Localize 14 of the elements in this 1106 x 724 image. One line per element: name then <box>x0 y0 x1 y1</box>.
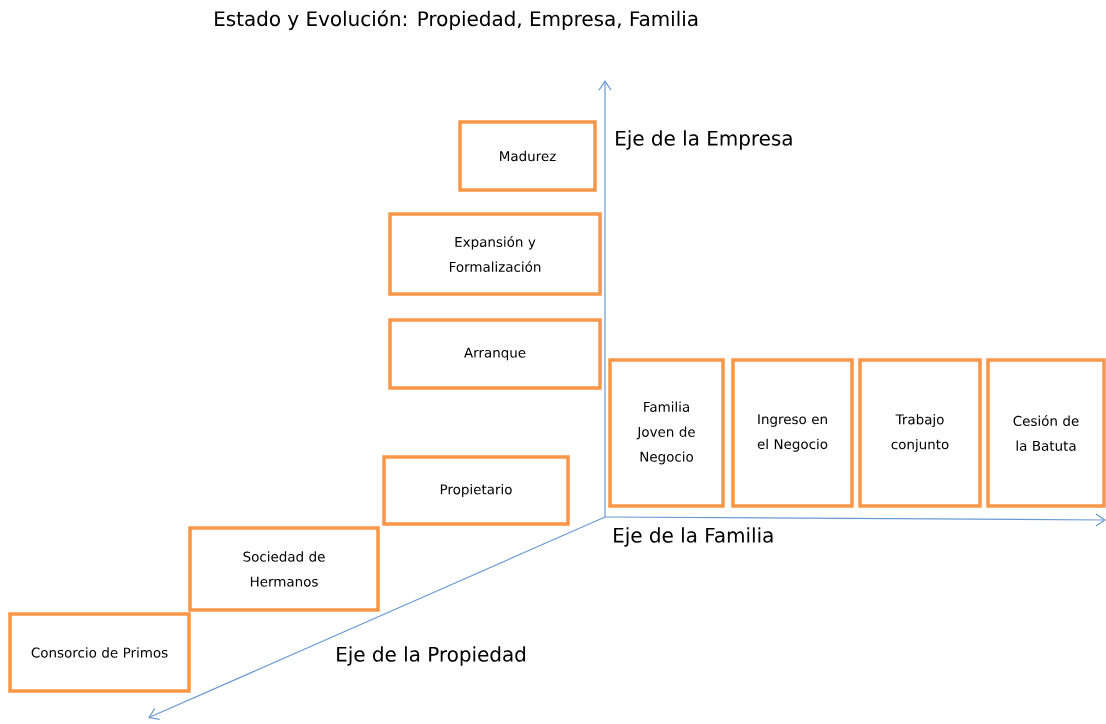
stage-box: Propietario <box>382 455 570 526</box>
stage-box: Trabajo conjunto <box>858 358 982 508</box>
stage-box: Cesión de la Batuta <box>986 358 1106 508</box>
stage-box: Sociedad de Hermanos <box>188 526 380 612</box>
title: Estado y Evolución: Propiedad, Empresa, Familia <box>215 9 698 31</box>
axis-label: Eje de la Propiedad <box>337 646 526 666</box>
stage-box: Madurez <box>458 120 597 192</box>
stage-box: Expansión y Formalización <box>388 212 602 296</box>
stage-box: Arranque <box>388 318 602 390</box>
axis-label: Eje de la Familia <box>614 527 773 547</box>
axis-label: Eje de la Empresa <box>616 130 792 150</box>
stage-box: Familia Joven de Negocio <box>608 358 725 508</box>
stage-box: Consorcio de Primos <box>8 612 191 693</box>
stage-box: Ingreso en el Negocio <box>731 358 854 508</box>
